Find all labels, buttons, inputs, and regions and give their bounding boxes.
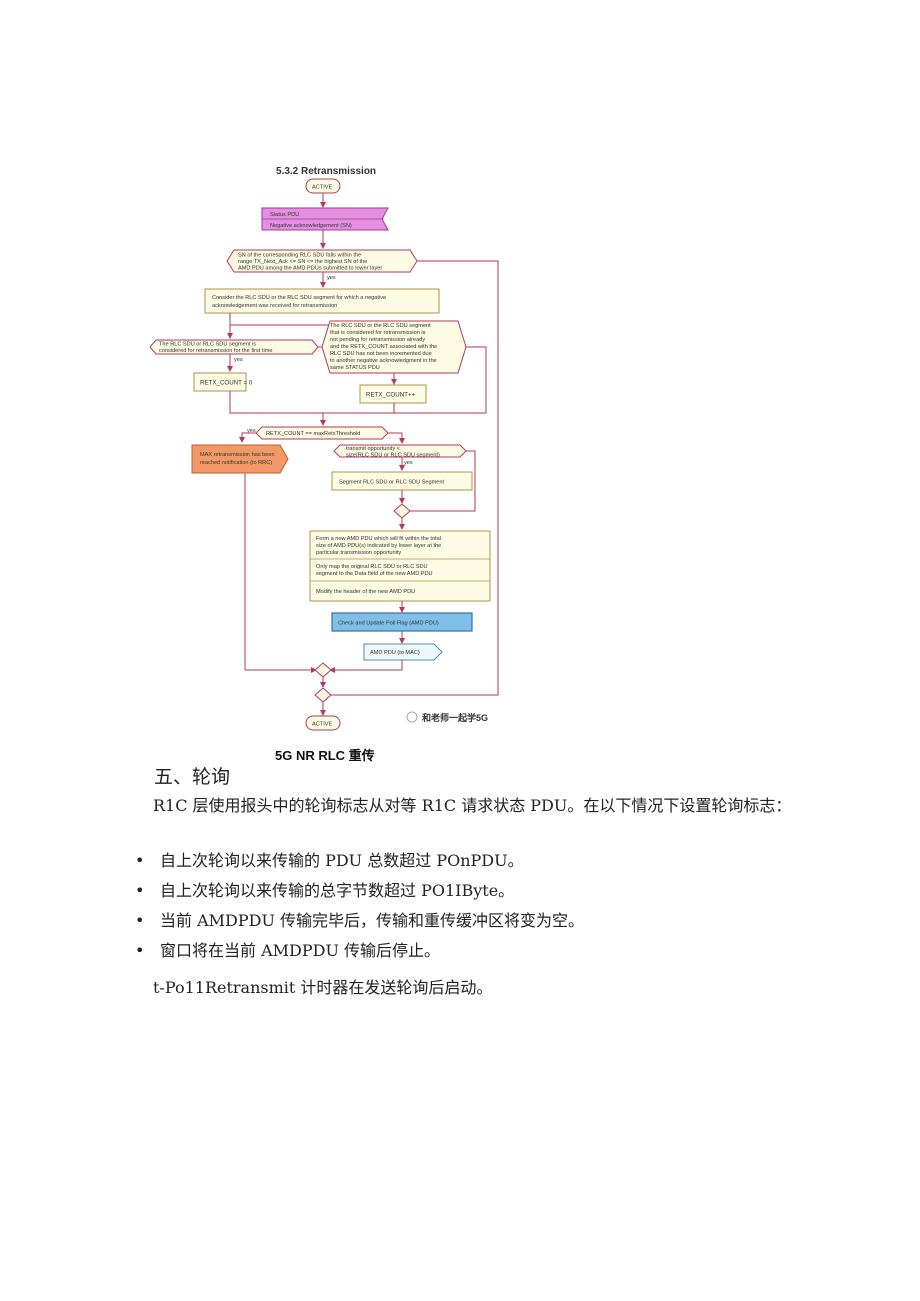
retx-count-increment-box [359, 384, 427, 404]
yes-label: yes [247, 428, 256, 434]
bullet-marker: • [135, 851, 145, 870]
figure-title: 5.3.2 Retransmission [276, 166, 376, 177]
retx-inc-label: RETX_COUNT++ [366, 392, 416, 399]
max-retx-line2: reached notification (to RRC) [200, 460, 272, 466]
watermark-text: 和老师一起学5G [421, 712, 488, 723]
list-item: • 自上次轮询以来传输的总字节数超过 PO1IByte。 [135, 876, 584, 906]
list-item-text: 窗口将在当前 AMDPDU 传输后停止。 [160, 941, 441, 960]
figure-caption: 5G NR RLC 重传 [275, 748, 375, 763]
map-pdu-line2: segment to the Data field of the new AMD… [316, 571, 433, 577]
not-pending-line5: RLC SDU has not been incremented due [330, 351, 432, 357]
consider-line1: Consider the RLC SDU or the RLC SDU segm… [212, 295, 386, 301]
bullet-marker: • [135, 911, 145, 930]
flowchart-svg: 5.3.2 Retransmission ACTIVE Status PDU N… [150, 166, 499, 731]
flowchart-figure: 5.3.2 Retransmission ACTIVE Status PDU N… [150, 155, 530, 745]
edge [329, 660, 403, 673]
form-pdu-line1: Form a new AMD PDU which will fit within… [316, 536, 441, 542]
edge [229, 391, 394, 414]
retx-zero-label: RETX_COUNT = 0 [200, 380, 253, 387]
transmit-opportunity-condition [333, 444, 467, 458]
not-pending-line3: not pending for retransmission already [330, 337, 425, 343]
active-end-label: ACTIVE [312, 722, 332, 728]
wechat-icon [406, 711, 418, 723]
retx-count-reset-box [193, 372, 247, 392]
sn-cond-line2: range TX_Next_Ack <= SN <= the highest S… [238, 259, 367, 265]
edge [244, 473, 317, 673]
sn-range-condition [226, 249, 418, 273]
max-retx-line1: MAX retransmission has been [200, 452, 275, 458]
polling-conditions-list: • 自上次轮询以来传输的 PDU 总数超过 POnPDU。 • 自上次轮询以来传… [135, 846, 584, 966]
edge [410, 450, 476, 512]
yes-label: yes [234, 357, 243, 363]
not-pending-condition [321, 320, 467, 374]
not-pending-line1: The RLC SDU or the RLC SDU segment [330, 323, 431, 329]
amd-pdu-to-mac [363, 643, 443, 661]
list-item: • 窗口将在当前 AMDPDU 传输后停止。 [135, 936, 584, 966]
segment-label: Segment RLC SDU or RLC SDU Segment [339, 480, 445, 486]
tx-opp-line1: transmit opportunity < [346, 446, 400, 452]
active-end-node [305, 715, 341, 731]
merge-diamond [314, 662, 332, 678]
edge [388, 432, 405, 444]
edge [394, 346, 487, 414]
not-pending-line7: same STATUS PDU [330, 365, 380, 371]
consider-line2: acknowledgement was received for retrans… [212, 303, 337, 309]
bullet-marker: • [135, 881, 145, 900]
merge-diamond [314, 687, 332, 703]
list-item-text: 当前 AMDPDU 传输完毕后，传输和重传缓冲区将变为空。 [160, 911, 585, 930]
nack-label: Negative acknowledgement (SN) [270, 223, 352, 229]
sn-cond-line1: SN of the corresponding RLC SDU falls wi… [238, 253, 361, 259]
poll-flag-label: Check and Update Poll Flag (AMD PDU) [338, 621, 439, 627]
map-pdu-line1: Only map the original RLC SDU or RLC SDU [316, 564, 428, 570]
modify-header-label: Modify the header of the new AMD PDU [316, 589, 415, 595]
form-amd-pdu-box [309, 530, 491, 602]
merge-diamond [393, 503, 411, 519]
list-item-text: 自上次轮询以来传输的总字节数超过 PO1IByte。 [160, 881, 515, 900]
active-start-label: ACTIVE [312, 185, 332, 191]
max-retx-notification [191, 444, 289, 474]
form-pdu-line3: particular transmission opportunity [316, 550, 401, 556]
first-time-condition [150, 339, 319, 355]
consider-retransmission-box [204, 288, 440, 314]
first-time-line1: The RLC SDU or RLC SDU segment is [159, 342, 256, 348]
not-pending-line4: and the RETX_COUNT associated with the [330, 344, 437, 350]
edge-bypass-right [330, 260, 499, 696]
section-heading: 五、轮询 [154, 766, 231, 788]
not-pending-line2: that is considered for retransmission is [330, 330, 426, 336]
polling-paragraph: R1C 层使用报头中的轮询标志从对等 R1C 请求状态 PDU。在以下情况下设置… [153, 796, 792, 815]
sn-cond-line3: AMD PDU among the AMD PDUs submitted to … [238, 266, 382, 272]
list-item-text: 自上次轮询以来传输的 PDU 总数超过 POnPDU。 [160, 851, 524, 870]
list-item: • 当前 AMDPDU 传输完毕后，传输和重传缓冲区将变为空。 [135, 906, 584, 936]
yes-label: yes [327, 275, 336, 281]
bullet-marker: • [135, 941, 145, 960]
yes-label: yes [404, 460, 413, 466]
not-pending-line6: to another negative acknowledgment in th… [330, 358, 437, 364]
tx-opp-line2: size(RLC SDU or RLC SDU segment) [346, 453, 440, 459]
timer-note: t-Po11Retransmit 计时器在发送轮询后启动。 [153, 978, 493, 997]
list-item: • 自上次轮询以来传输的 PDU 总数超过 POnPDU。 [135, 846, 584, 876]
retx-max-label: RETX_COUNT == maxRetxThreshold [266, 431, 360, 437]
status-pdu-label: Status PDU [270, 212, 299, 218]
first-time-line2: considered for retransmission for the fi… [159, 348, 272, 354]
amd-to-mac-label: AMD PDU (to MAC) [370, 650, 420, 656]
edge [239, 432, 256, 443]
form-pdu-line2: size of AMD PDU(s) indicated by lower la… [316, 543, 441, 549]
